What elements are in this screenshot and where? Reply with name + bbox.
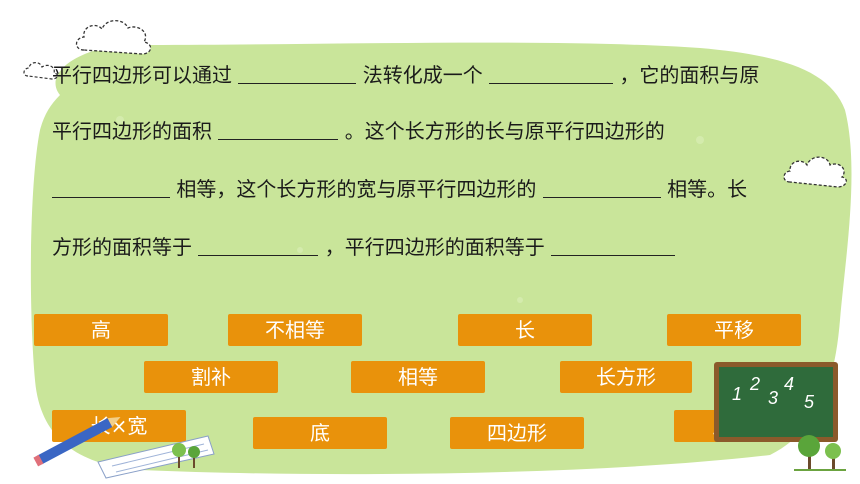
question-line-2: 平行四边形的面积 。这个长方形的长与原平行四边形的 — [52, 117, 665, 143]
blank-4[interactable] — [52, 175, 170, 198]
blank-2[interactable] — [489, 61, 614, 84]
blank-3[interactable] — [218, 117, 339, 140]
svg-text:3: 3 — [768, 388, 778, 408]
option-high[interactable]: 高 — [34, 314, 168, 346]
option-equal[interactable]: 相等 — [351, 361, 485, 393]
question-line-3: 相等，这个长方形的宽与原平行四边形的 相等。长 — [52, 174, 747, 204]
option-base[interactable]: 底 — [253, 417, 387, 449]
blank-7[interactable] — [551, 233, 676, 256]
svg-text:4: 4 — [784, 374, 794, 394]
chalkboard-icon: 1 2 3 4 5 — [714, 362, 838, 442]
pencil-icon — [33, 416, 215, 479]
option-quadrilateral[interactable]: 四边形 — [450, 417, 584, 449]
cloud-icon — [23, 62, 59, 80]
svg-text:5: 5 — [804, 392, 815, 412]
option-cut-and-fill[interactable]: 割补 — [144, 361, 278, 393]
cloud-icon — [783, 156, 847, 188]
blank-5[interactable] — [542, 175, 661, 198]
blank-6[interactable] — [198, 233, 319, 256]
cloud-icon — [75, 19, 152, 55]
question-line-1: 平行四边形可以通过 法转化成一个 ，它的面积与原 — [52, 61, 760, 87]
option-translate[interactable]: 平移 — [667, 314, 801, 346]
option-length[interactable]: 长 — [458, 314, 592, 346]
option-rectangle[interactable]: 长方形 — [560, 361, 692, 393]
svg-text:1: 1 — [732, 384, 742, 404]
question-line-4: 方形的面积等于 ，平行四边形的面积等于 — [52, 232, 676, 262]
option-not-equal[interactable]: 不相等 — [228, 314, 362, 346]
svg-text:2: 2 — [749, 374, 760, 394]
tree-icon — [794, 435, 846, 471]
blank-1[interactable] — [238, 61, 357, 84]
